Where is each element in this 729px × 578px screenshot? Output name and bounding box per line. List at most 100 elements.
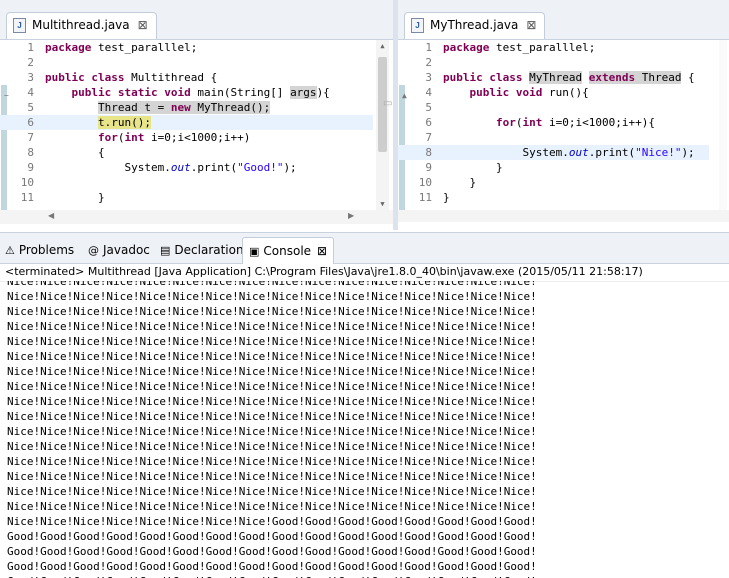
view-tab-label: Declaration bbox=[174, 243, 244, 257]
code-text: System.out.print("Good!"); bbox=[45, 161, 297, 174]
code-line[interactable]: 8 { bbox=[0, 145, 373, 160]
fold-toggle-icon[interactable]: ▲ bbox=[402, 91, 407, 100]
code-text: for(int i=0;i<1000;i++){ bbox=[495, 116, 655, 129]
tab-declaration[interactable]: ▤Declaration bbox=[160, 239, 244, 261]
console-output[interactable]: Nice!Nice!Nice!Nice!Nice!Nice!Nice!Nice!… bbox=[0, 281, 729, 578]
line-number: 9 bbox=[27, 161, 34, 174]
code-text: public static void main(String[] args){ bbox=[71, 86, 330, 99]
console-output-line: Nice!Nice!Nice!Nice!Nice!Nice!Nice!Nice!… bbox=[7, 395, 537, 408]
java-file-icon: J bbox=[411, 18, 424, 33]
code-line[interactable]: 2 bbox=[0, 55, 373, 70]
console-output-line: Nice!Nice!Nice!Nice!Nice!Nice!Nice!Nice!… bbox=[7, 305, 537, 318]
tab-console[interactable]: ▣Console⊠ bbox=[242, 237, 335, 264]
line-number: 4 bbox=[425, 86, 432, 99]
line-number: 10 bbox=[20, 176, 34, 189]
code-line[interactable]: 5 bbox=[398, 100, 709, 115]
code-line[interactable]: 3 public class MyThread extends Thread { bbox=[398, 70, 709, 85]
tab-problems[interactable]: ⚠Problems bbox=[5, 239, 74, 261]
console-output-line: Nice!Nice!Nice!Nice!Nice!Nice!Nice!Nice!… bbox=[7, 320, 537, 333]
console-output-line: Nice!Nice!Nice!Nice!Nice!Nice!Nice!Nice!… bbox=[7, 485, 537, 498]
console-output-line: Good!Good!Good!Good!Good!Good!Good!Good!… bbox=[7, 574, 537, 578]
code-line[interactable]: ▲ 4 public void run(){ bbox=[398, 85, 709, 100]
tab-label: MyThread.java bbox=[430, 18, 519, 32]
line-number: 6 bbox=[27, 116, 34, 129]
change-marker bbox=[1, 85, 7, 210]
code-text: package test_paralllel; bbox=[443, 41, 596, 54]
code-line[interactable]: 9 } bbox=[398, 160, 709, 175]
code-text: public class MyThread extends Thread { bbox=[443, 71, 695, 84]
tab-mythread-java[interactable]: J MyThread.java ⊠ bbox=[404, 12, 546, 39]
console-output-line: Good!Good!Good!Good!Good!Good!Good!Good!… bbox=[7, 560, 537, 573]
code-text: } bbox=[45, 191, 105, 204]
scrollbar-thumb[interactable] bbox=[378, 57, 387, 152]
console-output-line: Nice!Nice!Nice!Nice!Nice!Nice!Nice!Nice!… bbox=[7, 380, 537, 393]
close-tab-icon[interactable]: ⊠ bbox=[526, 18, 537, 32]
close-view-icon[interactable]: ⊠ bbox=[317, 244, 328, 258]
scroll-right-arrow-icon[interactable]: ▶ bbox=[348, 211, 355, 220]
code-line[interactable]: 5 Thread t = new MyThread(); bbox=[0, 100, 373, 115]
code-line[interactable]: 8 System.out.print("Nice!"); bbox=[398, 145, 709, 160]
view-tab-label: Javadoc bbox=[103, 243, 150, 257]
close-tab-icon[interactable]: ⊠ bbox=[137, 18, 148, 32]
line-number: 1 bbox=[27, 41, 34, 54]
scroll-left-arrow-icon[interactable]: ◀ bbox=[48, 211, 55, 220]
code-line[interactable]: 3 public class Multithread { bbox=[0, 70, 373, 85]
code-line[interactable]: 2 bbox=[398, 55, 709, 70]
line-number: 11 bbox=[20, 191, 34, 204]
java-file-icon: J bbox=[13, 18, 26, 33]
code-line[interactable]: 7 for(int i=0;i<1000;i++) bbox=[0, 130, 373, 145]
console-output-line: Good!Good!Good!Good!Good!Good!Good!Good!… bbox=[7, 530, 537, 543]
line-number: 8 bbox=[27, 146, 34, 159]
code-text: System.out.print("Nice!"); bbox=[443, 146, 695, 159]
view-tab-label: Problems bbox=[18, 243, 75, 257]
code-line[interactable]: 10 bbox=[0, 175, 373, 190]
vertical-scrollbar[interactable]: ▲ ▼ bbox=[376, 40, 389, 210]
line-number: 7 bbox=[27, 131, 34, 144]
line-number: 3 bbox=[27, 71, 34, 84]
line-number: 6 bbox=[425, 116, 432, 129]
code-line[interactable]: 9 System.out.print("Good!"); bbox=[0, 160, 373, 175]
tab-label: Multithread.java bbox=[32, 18, 130, 32]
code-line[interactable]: 6 t.run(); bbox=[0, 115, 373, 130]
line-number: 5 bbox=[425, 101, 432, 114]
console-output-line: Nice!Nice!Nice!Nice!Nice!Nice!Nice!Nice!… bbox=[7, 455, 537, 468]
code-line[interactable]: 11} bbox=[398, 190, 709, 205]
fold-toggle-icon[interactable]: − bbox=[4, 91, 9, 100]
line-number: 5 bbox=[27, 101, 34, 114]
console-output-line: Nice!Nice!Nice!Nice!Nice!Nice!Nice!Nice!… bbox=[7, 335, 537, 348]
code-line[interactable]: 10 } bbox=[398, 175, 709, 190]
code-line[interactable]: −4 public static void main(String[] args… bbox=[0, 85, 373, 100]
console-output-line: Nice!Nice!Nice!Nice!Nice!Nice!Nice!Nice!… bbox=[7, 500, 537, 513]
console-output-line: Nice!Nice!Nice!Nice!Nice!Nice!Nice!Nice!… bbox=[7, 290, 537, 303]
tab-multithread-java[interactable]: J Multithread.java ⊠ bbox=[6, 12, 157, 39]
line-number: 3 bbox=[425, 71, 432, 84]
code-text: Thread t = new MyThread(); bbox=[97, 101, 271, 114]
console-output-line: Nice!Nice!Nice!Nice!Nice!Nice!Nice!Nice!… bbox=[7, 470, 537, 483]
line-number: 2 bbox=[27, 56, 34, 69]
line-number: 11 bbox=[418, 191, 432, 204]
code-line[interactable]: 7 bbox=[398, 130, 709, 145]
code-line[interactable]: 11 } bbox=[0, 190, 373, 205]
editor-split-sash[interactable] bbox=[393, 0, 398, 230]
code-line[interactable]: 6 for(int i=0;i<1000;i++){ bbox=[398, 115, 709, 130]
view-tab-label: Console bbox=[263, 244, 312, 258]
horizontal-scrollbar[interactable]: ◀ ▶ bbox=[0, 210, 393, 224]
tab-javadoc[interactable]: @Javadoc bbox=[88, 239, 150, 261]
editor-tab-bar: J MyThread.java ⊠ bbox=[398, 0, 729, 40]
code-text: for(int i=0;i<1000;i++) bbox=[97, 131, 251, 144]
sash-grip-icon[interactable]: ▭ bbox=[383, 98, 393, 109]
scroll-up-arrow-icon[interactable]: ▲ bbox=[380, 42, 385, 50]
horizontal-scrollbar[interactable] bbox=[398, 210, 729, 222]
scroll-down-arrow-icon[interactable]: ▼ bbox=[380, 200, 385, 208]
code-text: } bbox=[443, 191, 450, 204]
code-text: public void run(){ bbox=[469, 86, 589, 99]
code-text: public class Multithread { bbox=[45, 71, 218, 84]
line-number: 8 bbox=[425, 146, 432, 159]
console-output-line: Nice!Nice!Nice!Nice!Nice!Nice!Nice!Nice!… bbox=[7, 410, 537, 423]
